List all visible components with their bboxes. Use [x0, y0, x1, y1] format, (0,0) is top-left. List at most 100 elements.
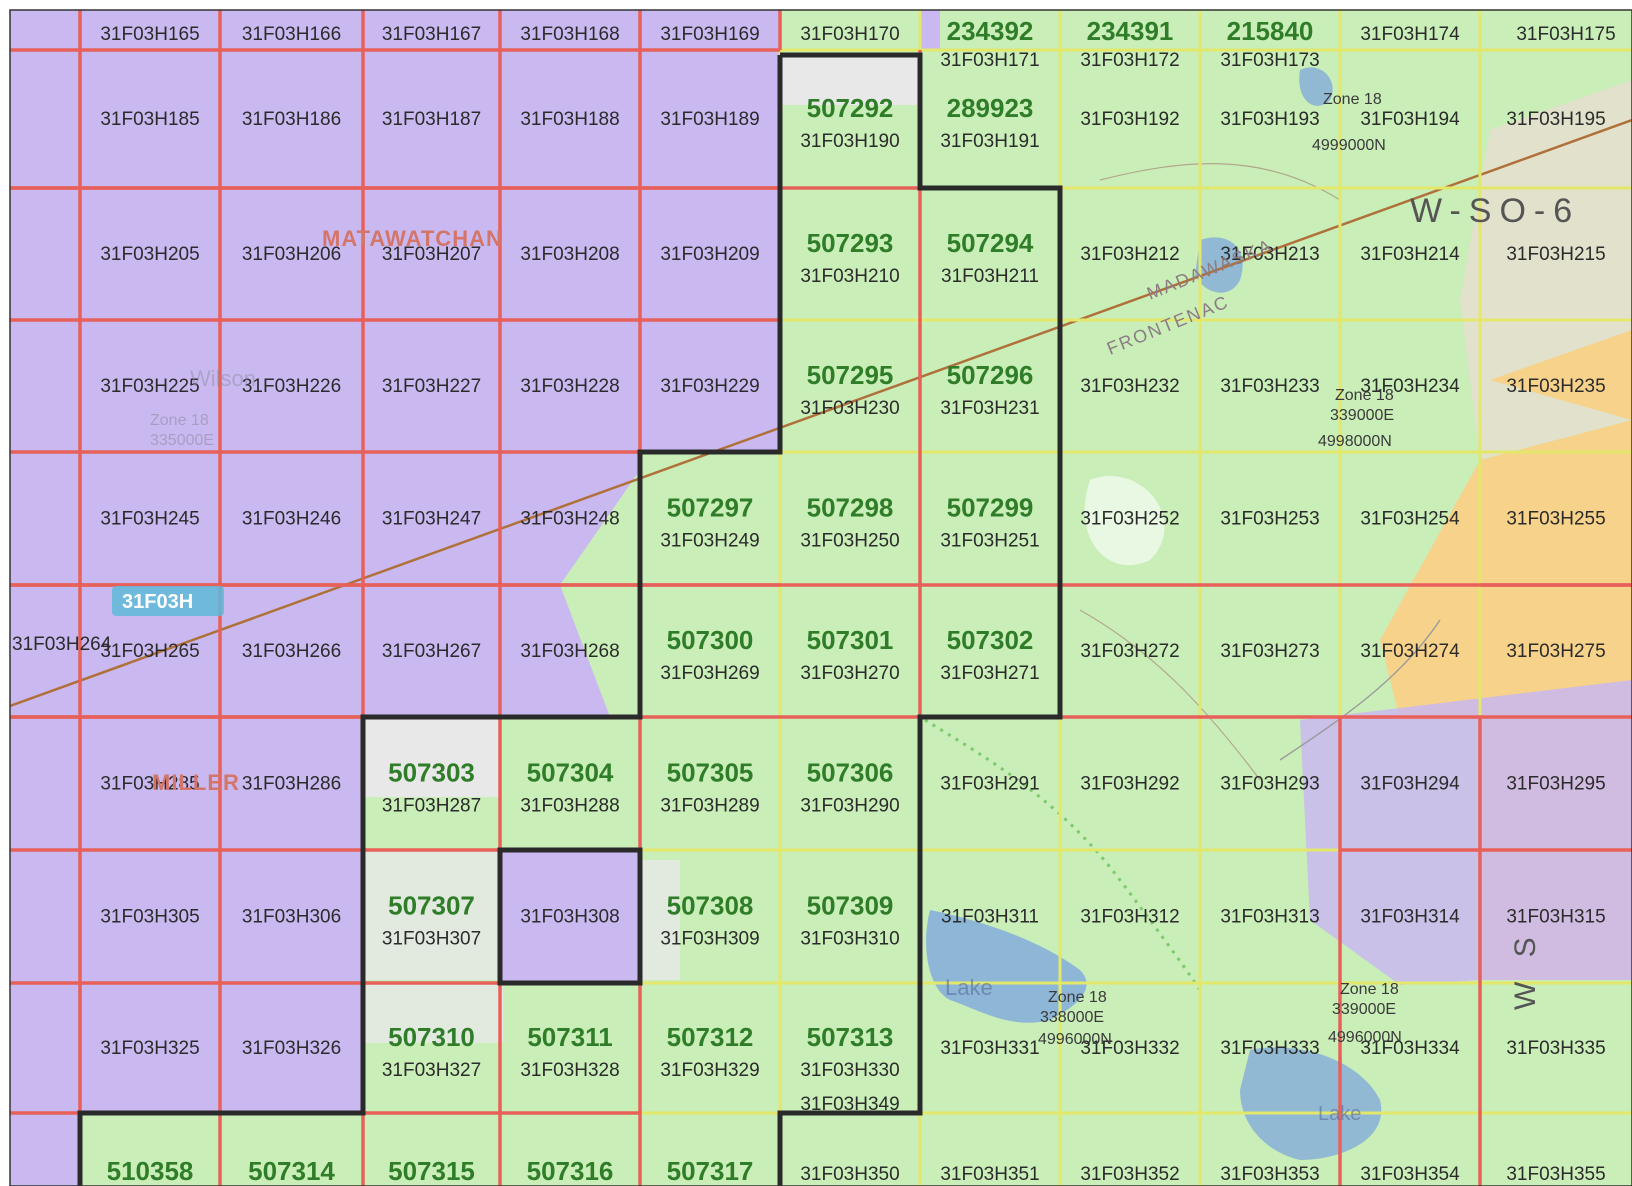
- zone-label-right: Zone 18: [1340, 981, 1399, 998]
- cell-id-top-10: 31F03H175: [1516, 24, 1615, 45]
- cell-id-31F03H290: 31F03H290: [800, 796, 899, 817]
- cell-id-31F03H270: 31F03H270: [800, 663, 899, 684]
- claim-boundary: [77, 52, 1063, 1186]
- cell-id-31F03H215: 31F03H215: [1506, 244, 1605, 265]
- cell-id-31F03H311: 31F03H311: [941, 907, 1039, 928]
- base-tint-layer: [10, 10, 1632, 1186]
- claim-number-bottom-3: 507316: [527, 1156, 614, 1186]
- cell-id-31F03H272: 31F03H272: [1080, 641, 1179, 662]
- cell-id-31F03H252: 31F03H252: [1080, 509, 1179, 530]
- cell-id-31F03H327: 31F03H327: [382, 1060, 481, 1081]
- cell-id-31F03H210: 31F03H210: [800, 266, 899, 287]
- terrain-layer: [10, 67, 1632, 1160]
- diagonal-road: [10, 118, 1632, 708]
- claim-number-507298: 507298: [807, 493, 894, 523]
- orange-corner: [1490, 330, 1632, 420]
- claim-number-507301: 507301: [807, 625, 894, 655]
- cell-id-bottom-6: 31F03H351: [940, 1164, 1039, 1185]
- cell-id-31F03H191: 31F03H191: [940, 131, 1039, 152]
- claim-number-507311: 507311: [527, 1022, 612, 1052]
- lake-shape-2: [1240, 1047, 1382, 1160]
- corner-letters: W-SO-6: [1410, 192, 1580, 230]
- cell-id-31F03H232: 31F03H232: [1080, 376, 1179, 397]
- cell-id-31F03H330: 31F03H330: [800, 1060, 899, 1081]
- cell-id-31F03H192: 31F03H192: [1080, 109, 1179, 130]
- cell-id-31F03H247: 31F03H247: [382, 509, 481, 530]
- zone-easting-left: 335000E: [150, 432, 214, 449]
- zone-easting-right: 339000E: [1332, 1001, 1396, 1018]
- claim-number-bottom-0: 510358: [107, 1156, 194, 1186]
- cell-id-31F03H228: 31F03H228: [520, 376, 619, 397]
- cell-id-bottom-8: 31F03H353: [1220, 1164, 1319, 1185]
- claim-number-top-7: 234391: [1087, 16, 1174, 46]
- cell-id-bottom-10: 31F03H355: [1506, 1164, 1605, 1185]
- cell-id-31F03H292: 31F03H292: [1080, 774, 1179, 795]
- cell-id-bottom-5: 31F03H350: [800, 1164, 899, 1185]
- contour-line-1: [1079, 609, 1261, 781]
- cell-id-31F03H314: 31F03H314: [1360, 907, 1460, 928]
- cell-id-31F03H234: 31F03H234: [1360, 376, 1460, 397]
- purple-cell-229: [640, 320, 780, 452]
- cell-id-31F03H312: 31F03H312: [1080, 907, 1179, 928]
- cell-id-31F03H233: 31F03H233: [1220, 376, 1319, 397]
- claim-number-bottom-4: 507317: [667, 1156, 754, 1186]
- zone-label-left: Zone 18: [150, 412, 209, 429]
- claim-number-507302: 507302: [947, 625, 1034, 655]
- pond-shape-2: [1299, 67, 1333, 106]
- cell-id-31F03H230: 31F03H230: [800, 398, 899, 419]
- cell-id-31F03H211: 31F03H211: [941, 266, 1039, 287]
- cell-id-31F03H306: 31F03H306: [242, 907, 341, 928]
- pond-shape: [1195, 237, 1243, 293]
- green-wedge-small: [640, 717, 660, 760]
- cell-id-31F03H285: 31F03H285: [100, 774, 199, 795]
- grid-layer: [10, 10, 1632, 1186]
- zone-northing-right: 4996000N: [1328, 1029, 1402, 1046]
- cell-id-31F03H313: 31F03H313: [1220, 907, 1319, 928]
- claim-outline-hole-308: [497, 847, 643, 986]
- township-tag: 31F03H: [122, 591, 193, 613]
- purple-cell-308: [500, 850, 640, 983]
- cell-id-31F03H288: 31F03H288: [520, 796, 619, 817]
- claim-number-507312: 507312: [667, 1022, 754, 1052]
- cell-id-31F03H335: 31F03H335: [1506, 1038, 1605, 1059]
- purple-region-left: [10, 10, 780, 1186]
- cell-id-31F03H264: 31F03H264: [12, 634, 112, 655]
- claim-number-507304: 507304: [527, 758, 614, 788]
- cell-id-31F03H193: 31F03H193: [1220, 109, 1319, 130]
- zone-easting-mid: 339000E: [1330, 407, 1394, 424]
- cell-id-31F03H212: 31F03H212: [1080, 244, 1179, 265]
- claim-outline-main: [77, 52, 1063, 1186]
- cell-id-31F03H251: 31F03H251: [940, 531, 1039, 552]
- cell-id-31F03H271: 31F03H271: [940, 663, 1039, 684]
- zone-label-mid: Zone 18: [1335, 387, 1394, 404]
- cell-id-31F03H325: 31F03H325: [100, 1038, 199, 1059]
- claim-number-507310: 507310: [388, 1022, 475, 1052]
- cell-id-bottom-7: 31F03H352: [1080, 1164, 1179, 1185]
- clearing-shape: [1084, 476, 1165, 566]
- township-label-matawatchan: MATAWATCHAN: [322, 226, 503, 251]
- cell-id-31F03H287: 31F03H287: [382, 796, 481, 817]
- cell-id-31F03H250: 31F03H250: [800, 531, 899, 552]
- claim-number-top-8: 215840: [1227, 16, 1314, 46]
- lake-shape-1: [926, 910, 1087, 1023]
- contour-line-2: [1099, 163, 1341, 201]
- cell-id-31F03H245: 31F03H245: [100, 509, 199, 530]
- claim-number-507294: 507294: [947, 228, 1034, 258]
- cell-id-top-2: 31F03H167: [382, 24, 481, 45]
- claim-number-507308: 507308: [667, 891, 754, 921]
- cell-id-31F03H207: 31F03H207: [382, 244, 481, 265]
- claim-number-bottom-2: 507315: [388, 1156, 475, 1186]
- zone-northing-lake: 4996000N: [1038, 1031, 1112, 1048]
- claim-number-507295: 507295: [807, 360, 894, 390]
- claim-number-bottom-1: 507314: [248, 1156, 335, 1186]
- claim-number-507293: 507293: [807, 228, 894, 258]
- cell-id-31F03H328: 31F03H328: [520, 1060, 619, 1081]
- cell-id-top-0: 31F03H165: [100, 24, 199, 45]
- township-tag-box: [112, 586, 224, 616]
- township-label-miller: MILLER: [152, 770, 240, 795]
- claim-number-507313: 507313: [807, 1022, 894, 1052]
- railway-line: [1279, 619, 1441, 761]
- claim-number-289923: 289923: [947, 93, 1034, 123]
- claim-number-507309: 507309: [807, 891, 894, 921]
- cell-id-31F03H307: 31F03H307: [382, 929, 481, 950]
